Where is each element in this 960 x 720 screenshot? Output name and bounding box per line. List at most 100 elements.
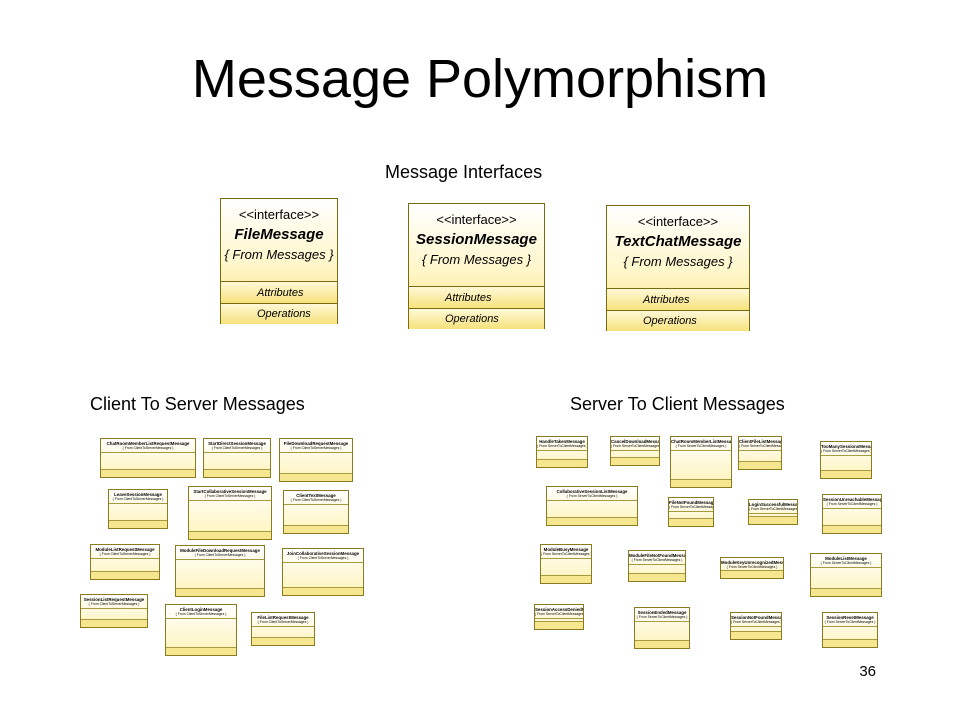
class-box: SessionResetMessage( From ServerToClient… bbox=[822, 612, 878, 648]
class-name: FileListRequestMessage bbox=[257, 615, 309, 620]
class-package: ( From ClientToServerMessages ) bbox=[297, 556, 349, 560]
class-package: ( From ServerToClientMessages ) bbox=[636, 615, 688, 619]
class-package: ( From ServerToClientMessages ) bbox=[749, 507, 798, 511]
class-package: ( From ServerToClientMessages ) bbox=[820, 561, 872, 565]
class-name: ModuleBusyMessage bbox=[543, 547, 589, 552]
class-package: ( From ServerToClientMessages ) bbox=[611, 444, 660, 448]
class-name: SessionEndedMessage bbox=[637, 610, 687, 615]
class-package: ( From ClientToServerMessages ) bbox=[112, 497, 164, 501]
class-package: ( From ServerToClientMessages ) bbox=[826, 502, 878, 506]
interface-attributes: Attributes bbox=[409, 286, 544, 308]
class-name: ChatRoomMemberListMessage bbox=[671, 439, 732, 444]
class-box: SessionListRequestMessage( From ClientTo… bbox=[80, 594, 148, 628]
class-package: ( From ServerToClientMessages ) bbox=[821, 449, 872, 453]
class-box: TooManySessionsMessage( From ServerToCli… bbox=[820, 441, 872, 479]
class-box: SessionNotFoundMessage( From ServerToCli… bbox=[730, 612, 782, 640]
interface-box: <<interface>> SessionMessage { From Mess… bbox=[408, 203, 545, 329]
class-name: ClientFileListMessage bbox=[739, 439, 782, 444]
class-box: CollaborativeSessionListMessage( From Se… bbox=[546, 486, 638, 526]
class-package: ( From ServerToClientMessages ) bbox=[566, 494, 618, 498]
class-package: ( From ClientToServerMessages ) bbox=[175, 612, 227, 616]
class-package: ( From ClientToServerMessages ) bbox=[204, 494, 256, 498]
class-name: StartCollaborativeSessionMessage bbox=[193, 489, 267, 494]
interface-stereotype: <<interface>> bbox=[436, 212, 517, 227]
class-box: FileNotFoundMessage( From ServerToClient… bbox=[668, 497, 714, 527]
interface-stereotype: <<interface>> bbox=[637, 214, 719, 229]
interface-package: { From Messages } bbox=[224, 247, 334, 262]
interface-package: { From Messages } bbox=[623, 254, 733, 269]
class-name: ClientLoginMessage bbox=[179, 607, 223, 612]
interface-attributes: Attributes bbox=[607, 288, 749, 310]
class-box: ModuleBusyMessage( From ServerToClientMe… bbox=[540, 544, 592, 584]
interface-attributes: Attributes bbox=[221, 281, 337, 303]
client-to-server-heading: Client To Server Messages bbox=[90, 394, 305, 414]
class-name: FileNotFoundMessage bbox=[669, 500, 714, 505]
class-package: ( From ServerToClientMessages ) bbox=[726, 565, 778, 569]
class-box: FileDownloadRequestMessage( From ClientT… bbox=[279, 438, 353, 482]
class-name: ChatRoomMemberListRequestMessage bbox=[106, 441, 190, 446]
class-box: ModuleListMessage( From ServerToClientMe… bbox=[810, 553, 882, 597]
server-to-client-heading: Server To Client Messages bbox=[570, 394, 785, 414]
interface-operations: Operations bbox=[607, 310, 749, 331]
class-package: ( From ServerToClientMessages ) bbox=[631, 558, 683, 562]
class-package: ( From ServerToClientMessages ) bbox=[731, 620, 782, 624]
class-box: ModuleFileNotFoundMessage( From ServerTo… bbox=[628, 550, 686, 582]
class-box: StartDirectSessionMessage( From ClientTo… bbox=[203, 438, 271, 478]
class-package: ( From ClientToServerMessages ) bbox=[290, 498, 342, 502]
class-box: LoginSuccessfulMessage( From ServerToCli… bbox=[748, 499, 798, 525]
class-name: ClientTextMessage bbox=[296, 493, 336, 498]
interface-box: <<interface>> FileMessage { From Message… bbox=[220, 198, 338, 324]
class-package: ( From ServerToClientMessages ) bbox=[541, 552, 592, 556]
class-package: ( From ServerToClientMessages ) bbox=[824, 620, 876, 624]
class-box: LeaveSessionMessage( From ClientToServer… bbox=[108, 489, 168, 529]
class-name: ModuleFileNotFoundMessage bbox=[629, 553, 686, 558]
interfaces-heading: Message Interfaces bbox=[385, 162, 543, 182]
class-box: CancelDownloadMessage( From ServerToClie… bbox=[610, 436, 660, 466]
class-name: LeaveSessionMessage bbox=[114, 492, 162, 497]
class-box: ChatRoomMemberListMessage( From ServerTo… bbox=[670, 436, 732, 488]
class-name: SessionListRequestMessage bbox=[83, 597, 145, 602]
class-package: ( From ServerToClientMessages ) bbox=[669, 505, 714, 509]
class-box: FileListRequestMessage( From ClientToSer… bbox=[251, 612, 315, 646]
class-package: ( From ServerToClientMessages ) bbox=[675, 444, 727, 448]
class-name: TooManySessionsMessage bbox=[821, 444, 871, 449]
interface-name: SessionMessage bbox=[416, 231, 537, 248]
class-package: ( From ClientToServerMessages ) bbox=[99, 552, 151, 556]
class-package: ( From ClientToServerMessages ) bbox=[194, 553, 246, 557]
class-name: SessionUnreachableMessage bbox=[823, 497, 882, 502]
class-box: ModuleKeyUnrecognizedMessage( From Serve… bbox=[720, 557, 784, 579]
class-box: SessionUnreachableMessage( From ServerTo… bbox=[822, 494, 882, 534]
class-name: LoginSuccessfulMessage bbox=[749, 502, 798, 507]
class-name: ModuleListMessage bbox=[825, 556, 867, 561]
class-name: CollaborativeSessionListMessage bbox=[556, 489, 628, 494]
class-box: JoinCollaborativeSessionMessage( From Cl… bbox=[282, 548, 364, 596]
class-name: ModuleKeyUnrecognizedMessage bbox=[721, 560, 783, 565]
class-name: JoinCollaborativeSessionMessage bbox=[286, 551, 360, 556]
class-package: ( From ClientToServerMessages ) bbox=[290, 446, 342, 450]
class-name: FileDownloadRequestMessage bbox=[283, 441, 349, 446]
class-name: StartDirectSessionMessage bbox=[208, 441, 266, 446]
class-package: ( From ServerToClientMessages ) bbox=[535, 612, 584, 616]
class-name: CancelDownloadMessage bbox=[611, 439, 660, 444]
class-box: StartCollaborativeSessionMessage( From C… bbox=[188, 486, 272, 540]
interface-stereotype: <<interface>> bbox=[238, 207, 320, 222]
interface-operations: Operations bbox=[409, 308, 544, 329]
class-box: ModuleFileDownloadRequestMessage( From C… bbox=[175, 545, 265, 597]
class-name: ModuleListRequestMessage bbox=[95, 547, 155, 552]
class-box: SessionEndedMessage( From ServerToClient… bbox=[634, 607, 690, 649]
class-box: ModuleListRequestMessage( From ClientToS… bbox=[90, 544, 160, 580]
class-package: ( From ServerToClientMessages ) bbox=[739, 444, 782, 448]
interface-name: FileMessage bbox=[234, 226, 324, 243]
class-package: ( From ClientToServerMessages ) bbox=[257, 620, 309, 624]
class-name: HandleTakenMessage bbox=[539, 439, 585, 444]
class-name: SessionNotFoundMessage bbox=[731, 615, 782, 620]
class-box: ClientTextMessage( From ClientToServerMe… bbox=[283, 490, 349, 534]
interface-operations: Operations bbox=[221, 303, 337, 324]
class-box: HandleTakenMessage( From ServerToClientM… bbox=[536, 436, 588, 468]
class-package: ( From ClientToServerMessages ) bbox=[122, 446, 174, 450]
class-package: ( From ClientToServerMessages ) bbox=[88, 602, 140, 606]
class-package: ( From ClientToServerMessages ) bbox=[211, 446, 263, 450]
slide-title: Message Polymorphism bbox=[191, 49, 769, 109]
class-box: ClientFileListMessage( From ServerToClie… bbox=[738, 436, 782, 470]
class-package: ( From ServerToClientMessages ) bbox=[537, 444, 588, 448]
